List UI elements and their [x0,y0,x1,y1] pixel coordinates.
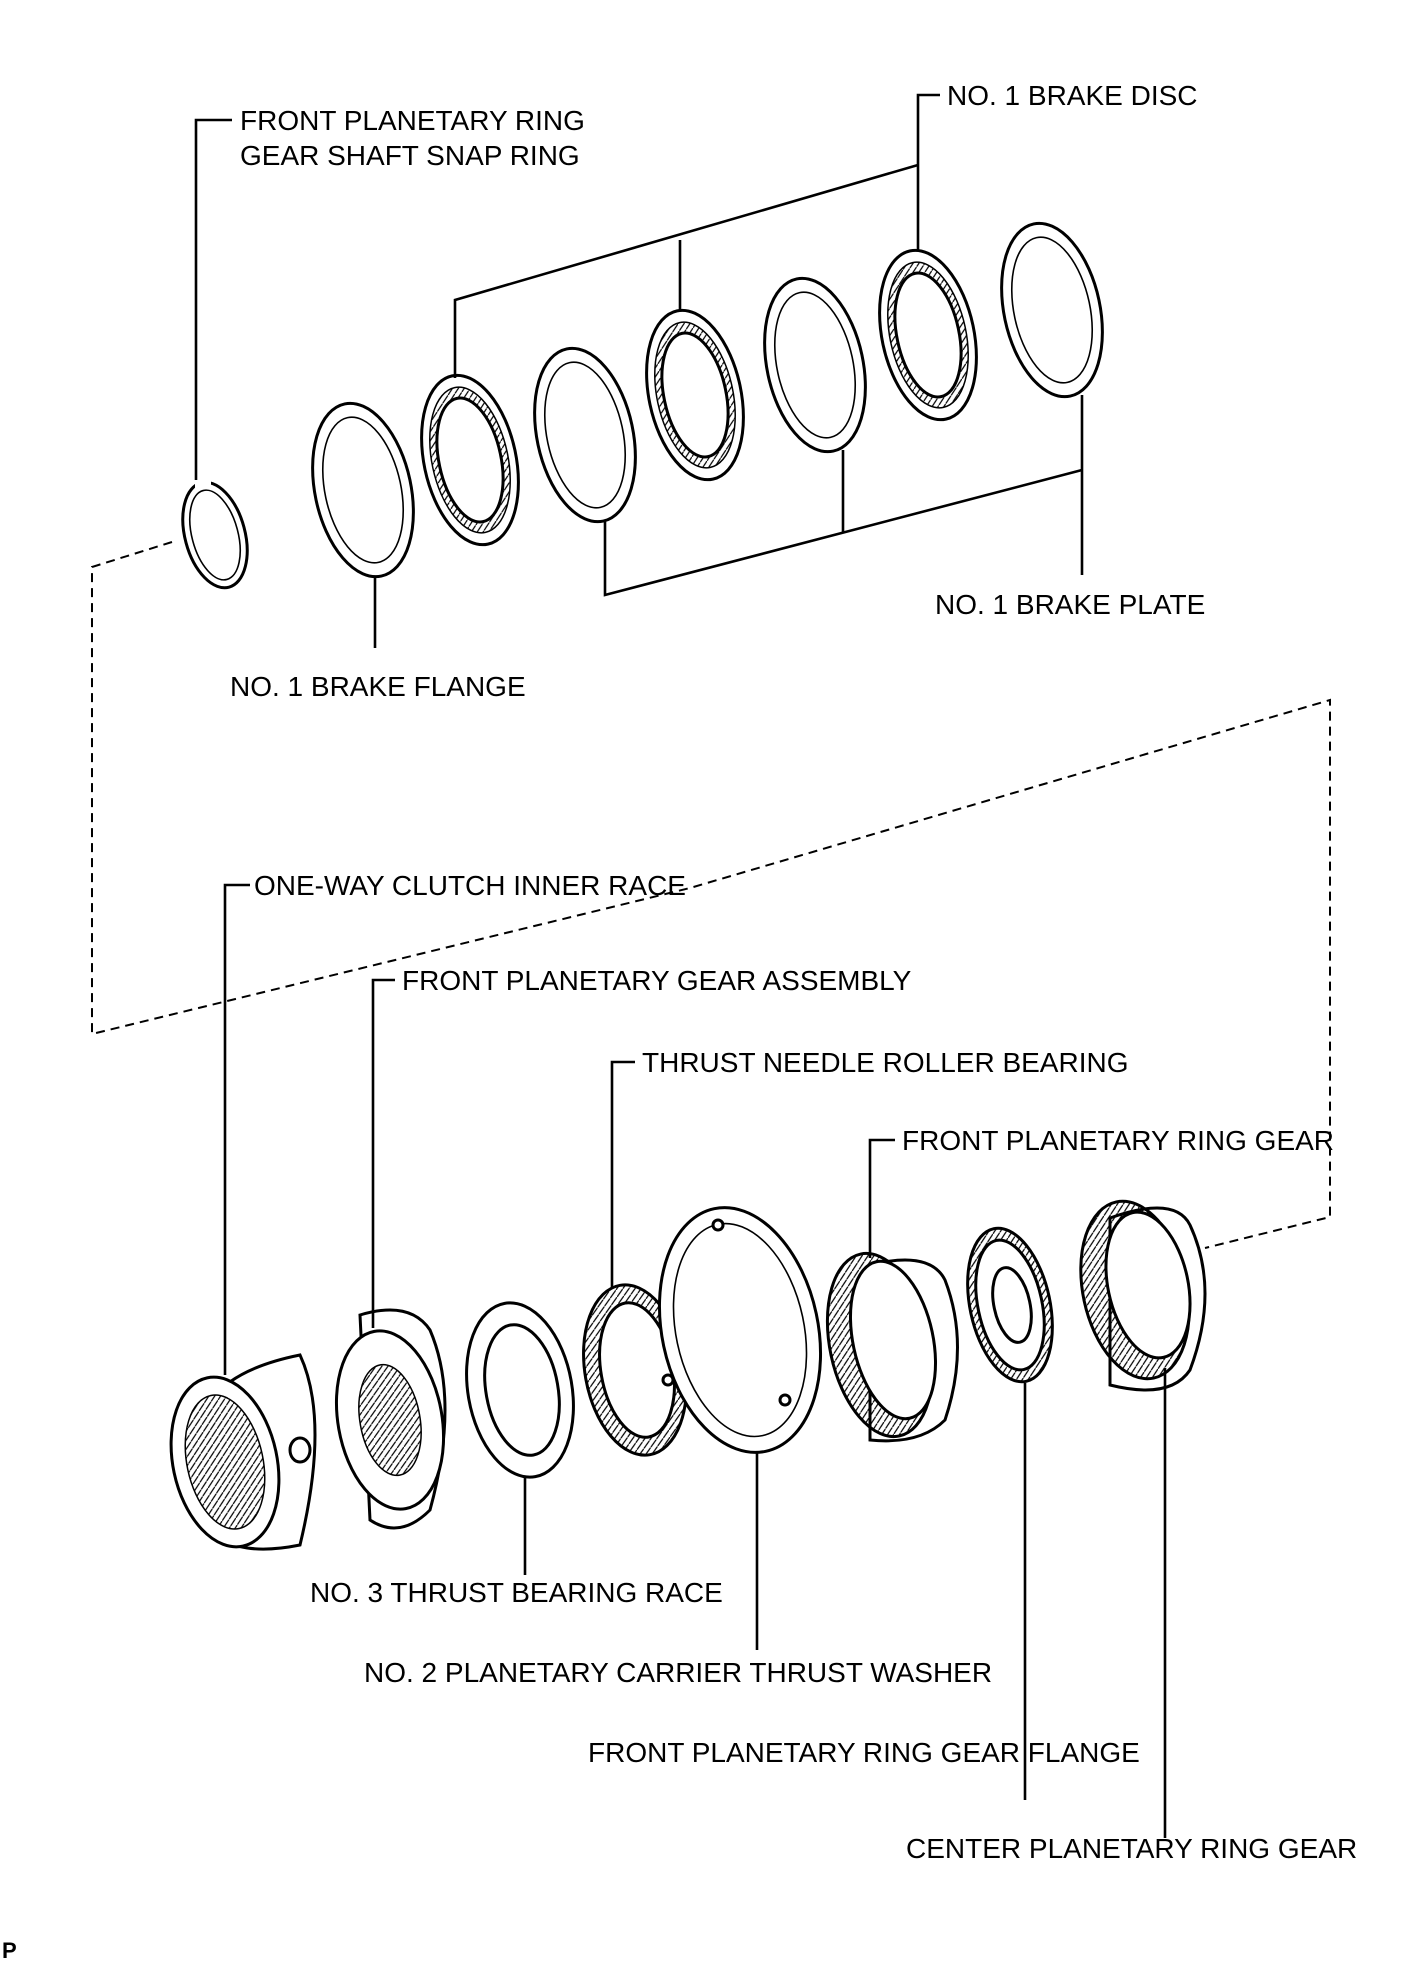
brake-disc-leader [453,93,940,378]
corner-mark: P [2,1938,17,1963]
ring-gear-flange-part [966,1226,1054,1384]
label-carrier-washer: NO. 2 PLANETARY CARRIER THRUST WASHER [364,1657,992,1688]
label-needle-bearing: THRUST NEEDLE ROLLER BEARING [642,1047,1129,1078]
snap-ring-leader [194,118,232,480]
brake-plate-leader [603,395,1084,597]
label-ring-gear-flange: FRONT PLANETARY RING GEAR FLANGE [588,1737,1140,1768]
brake-plate-part [533,346,637,524]
inner-race-leader [223,883,250,1375]
one-way-clutch-inner-race-part [169,1353,317,1551]
label-center-ring-gear: CENTER PLANETARY RING GEAR [906,1833,1357,1864]
label-snap-ring-line1: FRONT PLANETARY RING [240,105,585,136]
label-front-ring-gear: FRONT PLANETARY RING GEAR [902,1125,1334,1156]
carrier-thrust-washer-part [657,1206,823,1454]
gear-assembly-leader [371,978,395,1328]
label-brake-plate: NO. 1 BRAKE PLATE [935,589,1205,620]
label-inner-race: ONE-WAY CLUTCH INNER RACE [254,870,686,901]
label-snap-ring-line2: GEAR SHAFT SNAP RING [240,140,580,171]
snap-ring-part [181,478,249,590]
alignment-dashed-lines [91,541,1331,1249]
brake-plate-part [1000,221,1104,399]
label-thrust-race: NO. 3 THRUST BEARING RACE [310,1577,723,1608]
label-brake-flange: NO. 1 BRAKE FLANGE [230,671,526,702]
thrust-bearing-race-part [465,1301,575,1479]
label-brake-disc: NO. 1 BRAKE DISC [947,80,1198,111]
front-ring-gear-leader [868,1138,895,1258]
label-front-gear-assembly: FRONT PLANETARY GEAR ASSEMBLY [402,965,912,996]
brake-disc-part [645,308,745,482]
brake-flange-part [311,401,415,579]
center-planetary-ring-gear-part [1079,1199,1207,1392]
brake-plate-part [763,276,867,454]
brake-disc-part [420,373,520,547]
front-planetary-ring-gear-part [825,1251,959,1443]
needle-bearing-leader [610,1060,635,1287]
front-planetary-gear-assembly-part [334,1308,447,1530]
brake-disc-part [878,248,978,422]
